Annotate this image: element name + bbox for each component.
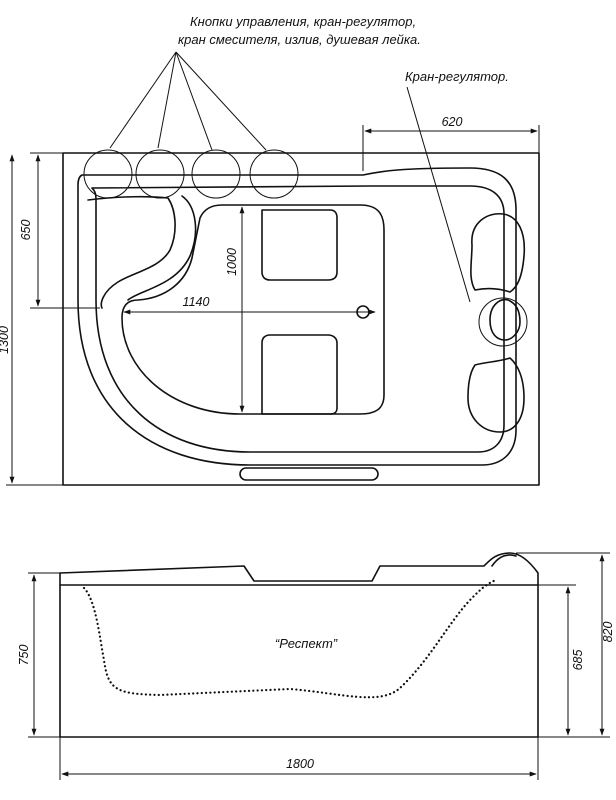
upper-seat-pad [261,209,338,281]
dim-1800: 1800 [286,757,314,771]
headrest-upper [470,213,526,293]
control-button-3[interactable] [191,149,241,199]
lower-seat-pad [261,334,338,415]
controls-annotation-line1: Кнопки управления, кран-регулятор, [190,14,416,29]
control-button-2[interactable] [135,149,185,199]
control-button-4[interactable] [249,149,299,199]
top-view-floor [121,204,385,415]
valve-annotation: Кран-регулятор. [405,69,509,84]
corner-seat-inner-curve [127,195,197,301]
controls-annotation-line2: кран смесителя, излив, душевая лейка. [178,32,421,47]
top-view-outer-rim [62,152,540,486]
top-view-basin-inner-contour [91,185,505,453]
dim-1000: 1000 [225,248,239,276]
front-handle [239,467,379,481]
headrest-valve-notch [489,298,521,341]
dim-685: 685 [571,650,585,671]
dim-1140: 1140 [183,295,210,309]
top-view: 620 650 1300 1000 1140 [0,115,540,486]
model-name: “Респект” [275,636,338,651]
dim-650: 650 [19,220,33,241]
corner-seat-curve [87,195,176,309]
side-view: “Респект” 750 685 820 1800 [17,552,615,780]
side-view-basin-profile [82,578,498,699]
dim-820: 820 [601,622,615,643]
valve-circle [478,297,528,347]
valve-leader-line [406,86,471,303]
side-view-headrest [491,554,517,567]
controls-leader-lines [109,51,267,151]
dim-1300: 1300 [0,326,11,354]
top-view-basin-contour [77,167,517,466]
dim-750: 750 [17,645,31,666]
dim-620: 620 [442,115,463,129]
side-view-rim-profile [59,552,539,586]
headrest-lower [467,357,525,433]
control-button-1[interactable] [83,149,133,199]
side-view-body [59,584,539,738]
